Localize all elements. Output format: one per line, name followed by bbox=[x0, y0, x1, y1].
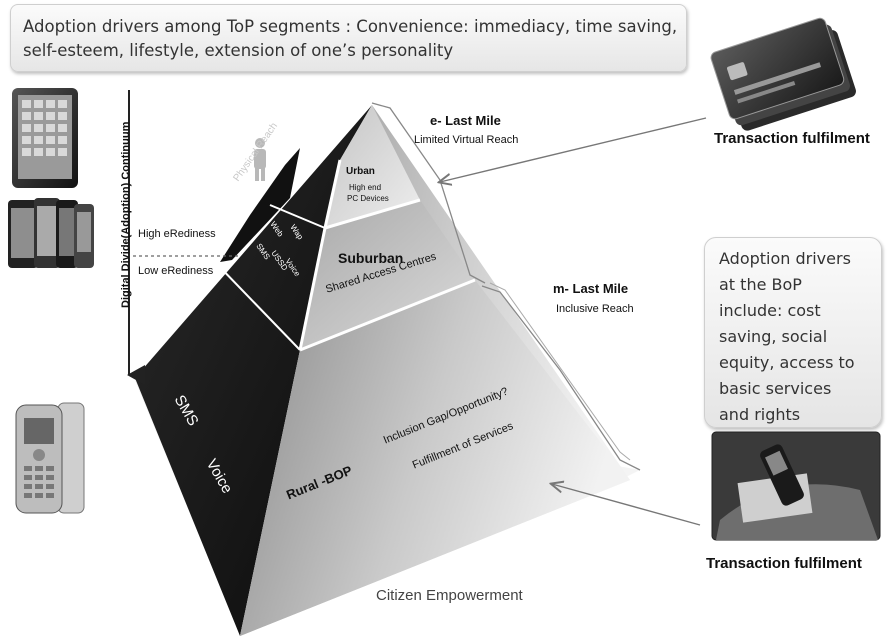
e-last-mile-title: e- Last Mile bbox=[430, 113, 501, 128]
suburban-title: Suburban bbox=[338, 250, 404, 266]
bop-line: include: cost bbox=[719, 301, 821, 320]
tier-separator bbox=[324, 198, 421, 230]
m-last-mile-bracket bbox=[481, 285, 641, 471]
smartphones-icon bbox=[8, 198, 94, 268]
urban-line-2: PC Devices bbox=[347, 194, 389, 203]
e-last-mile-arrow bbox=[440, 117, 707, 182]
rural-tier bbox=[240, 280, 630, 636]
urban-tier bbox=[325, 105, 420, 228]
bop-line: at the BoP bbox=[719, 275, 802, 294]
citizen-empowerment-label: Citizen Empowerment bbox=[376, 587, 523, 604]
urban-title: Urban bbox=[346, 166, 375, 177]
top-adoption-drivers-box: Adoption drivers among ToP segments : Co… bbox=[10, 4, 687, 72]
e-last-mile-subtitle: Limited Virtual Reach bbox=[414, 134, 519, 146]
edge-separator bbox=[323, 159, 342, 229]
m-last-mile-arrow bbox=[552, 484, 701, 526]
transaction-fulfilment-top-label: Transaction fulfilment bbox=[714, 130, 870, 147]
low-ereadiness-label: Low eRediness bbox=[138, 265, 214, 277]
m-last-mile-subtitle: Inclusive Reach bbox=[556, 303, 634, 315]
high-ereadiness-label: High eRediness bbox=[138, 228, 216, 240]
bop-line: and rights bbox=[719, 405, 801, 424]
m-last-mile-title: m- Last Mile bbox=[553, 281, 629, 296]
mobile-payment-photo bbox=[711, 431, 881, 541]
bop-line: basic services bbox=[719, 379, 832, 398]
bop-line: saving, social bbox=[719, 327, 828, 346]
transaction-fulfilment-bottom-label: Transaction fulfilment bbox=[706, 555, 862, 572]
top-banner-line-1: Adoption drivers among ToP segments : Co… bbox=[23, 17, 678, 36]
tablet-device-icon bbox=[12, 88, 78, 188]
person-icon bbox=[254, 138, 266, 181]
top-banner-line-2: self-esteem, lifestyle, extension of one… bbox=[23, 41, 454, 60]
credit-cards-icon bbox=[710, 17, 856, 131]
face-dark-top bbox=[220, 148, 300, 262]
urban-line-1: High end bbox=[349, 183, 382, 192]
dark-band-separator bbox=[269, 204, 326, 229]
bop-adoption-drivers-text: Adoption drivers at the BoP include: cos… bbox=[719, 246, 879, 428]
edge-separator bbox=[298, 227, 327, 351]
suburban-tier bbox=[300, 200, 475, 350]
dark-band-separator bbox=[214, 261, 301, 351]
continuum-label: Digital Divide(Adoption) Continuum bbox=[120, 121, 132, 308]
bop-adoption-drivers-box: Adoption drivers at the BoP include: cos… bbox=[704, 237, 882, 428]
top-adoption-drivers-text: Adoption drivers among ToP segments : Co… bbox=[23, 15, 683, 63]
left-dark-face bbox=[135, 105, 372, 636]
bop-line: Adoption drivers bbox=[719, 249, 851, 268]
m-last-mile-bracket-inner bbox=[489, 282, 631, 461]
tier-separator bbox=[299, 278, 476, 352]
basic-phone-icon bbox=[15, 402, 85, 514]
bop-line: equity, access to bbox=[719, 353, 855, 372]
